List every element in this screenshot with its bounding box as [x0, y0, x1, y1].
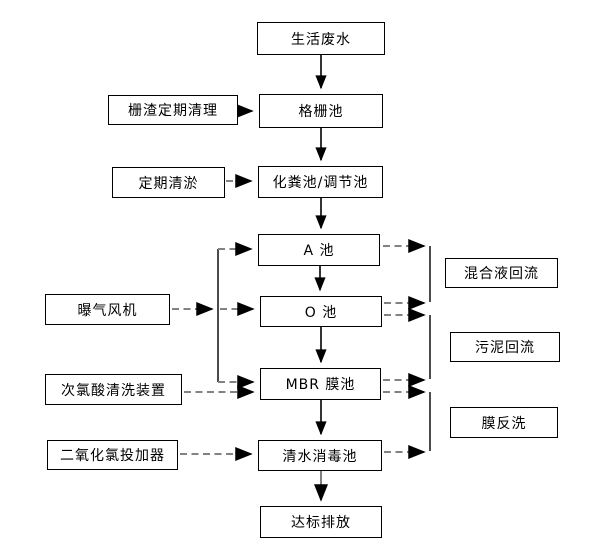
node-chlorine-dioxide-doser: 二氧化氯投加器: [47, 440, 178, 470]
node-a-pool: A 池: [258, 234, 380, 266]
node-mbr-membrane-pool: MBR 膜池: [260, 368, 381, 400]
node-disinfection-pool: 清水消毒池: [258, 440, 382, 471]
node-domestic-wastewater: 生活废水: [257, 22, 385, 55]
node-membrane-backwash: 膜反洗: [450, 407, 558, 438]
node-grid-pool: 格栅池: [259, 94, 383, 128]
node-sludge-return: 污泥回流: [450, 332, 560, 362]
node-mixed-liquor-return: 混合液回流: [445, 258, 558, 288]
node-o-pool: O 池: [260, 296, 382, 327]
node-standard-discharge: 达标排放: [260, 506, 382, 538]
solid-flow-arrows: [314, 55, 327, 436]
node-hypochlorous-cleaning: 次氯酸清洗装置: [45, 374, 182, 405]
node-septic-regulation-pool: 化粪池/调节池: [258, 166, 383, 198]
gray-flow-arrows: [236, 104, 328, 502]
node-regular-desilting: 定期清淤: [112, 167, 225, 198]
connector-lines: [217, 246, 431, 451]
node-aeration-blower: 曝气风机: [45, 294, 170, 325]
dashed-arrows: [172, 174, 426, 461]
node-grid-residue-cleaning: 栅渣定期清理: [108, 95, 238, 125]
